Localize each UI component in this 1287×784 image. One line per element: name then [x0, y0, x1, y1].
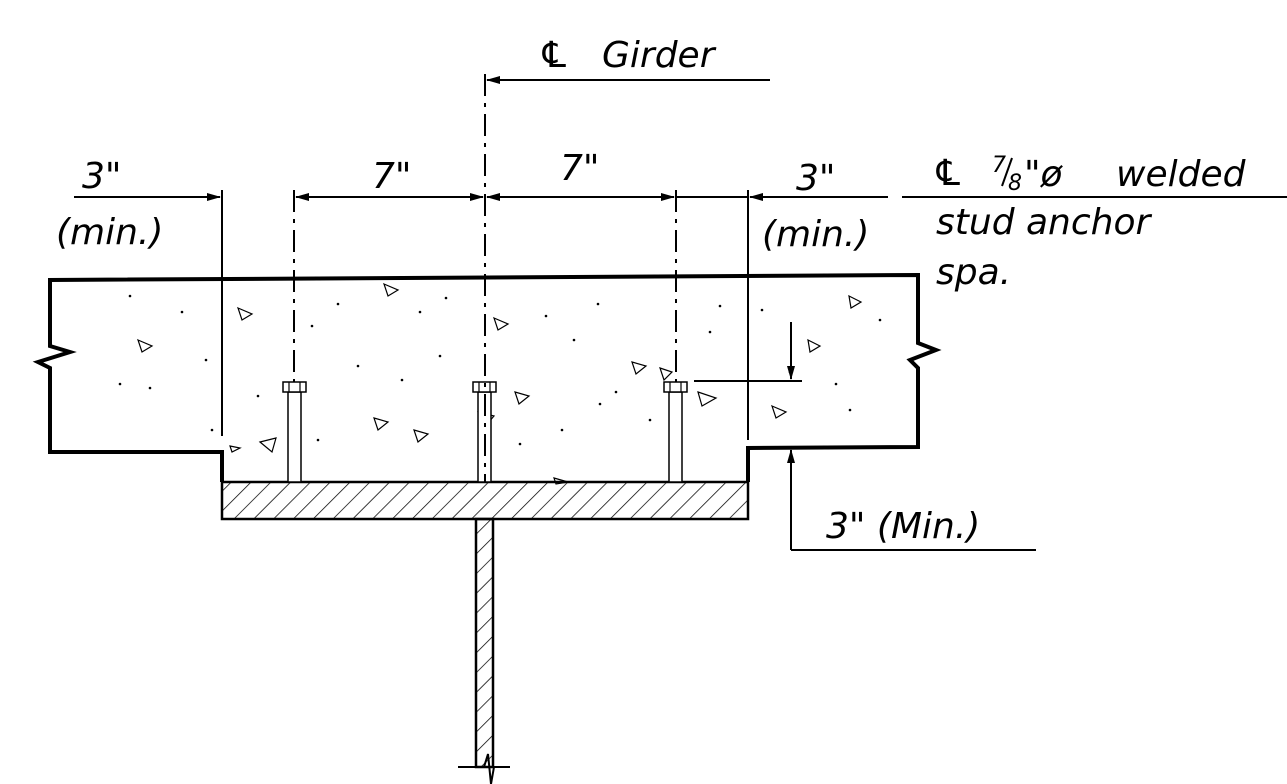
haunch-min-label: 3" (Min.) [826, 506, 980, 547]
left-edge-min-label: (min.) [56, 212, 163, 253]
top-flange-plate [220, 480, 750, 521]
concrete-aggregate [137, 282, 863, 485]
girder-web [474, 517, 495, 769]
stud-cl-symbol: ℄ [932, 153, 964, 194]
web-break-symbol [458, 753, 510, 784]
stud-fraction-numerator: 7 [992, 153, 1006, 178]
stud-note-line2: stud anchor [936, 202, 1152, 243]
stud-note-line3: spa. [936, 252, 1011, 293]
right-spacing-label: 7" [560, 148, 599, 189]
concrete-dots [118, 294, 882, 446]
stud-note-line1: welded [1116, 154, 1247, 195]
shear-stud-right [663, 381, 688, 483]
left-edge-dim-label: 3" [82, 156, 121, 197]
right-edge-min-label: (min.) [762, 214, 869, 255]
stud-fraction-bar [1001, 157, 1013, 187]
stud-fraction-denominator: 8 [1008, 171, 1022, 196]
right-edge-dim-label: 3" [796, 158, 835, 199]
girder-cl-symbol: ℄ [538, 35, 570, 76]
shear-stud-left [282, 381, 307, 483]
left-spacing-label: 7" [372, 156, 411, 197]
stud-inch-diameter: "ø [1024, 154, 1064, 195]
girder-cl-label: Girder [602, 35, 717, 76]
